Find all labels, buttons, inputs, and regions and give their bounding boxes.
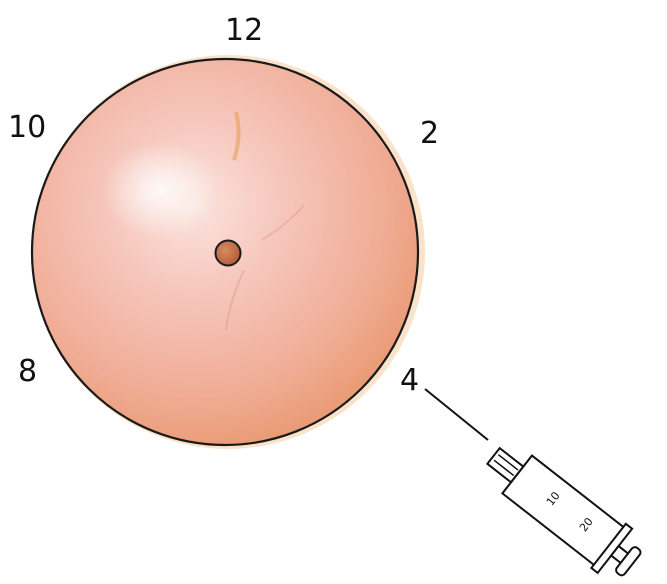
- clock-label-10: 10: [8, 110, 46, 145]
- syringe-needle: [425, 389, 488, 440]
- nipple: [216, 241, 241, 266]
- syringe-body: 10 20: [476, 434, 649, 584]
- breast-diagram: [31, 55, 425, 449]
- clock-label-12: 12: [225, 13, 263, 48]
- clock-label-2: 2: [420, 116, 439, 151]
- syringe: 10 20: [425, 389, 649, 584]
- clock-label-8: 8: [18, 354, 37, 389]
- clock-label-4: 4: [400, 363, 419, 398]
- breast-highlight: [102, 142, 218, 238]
